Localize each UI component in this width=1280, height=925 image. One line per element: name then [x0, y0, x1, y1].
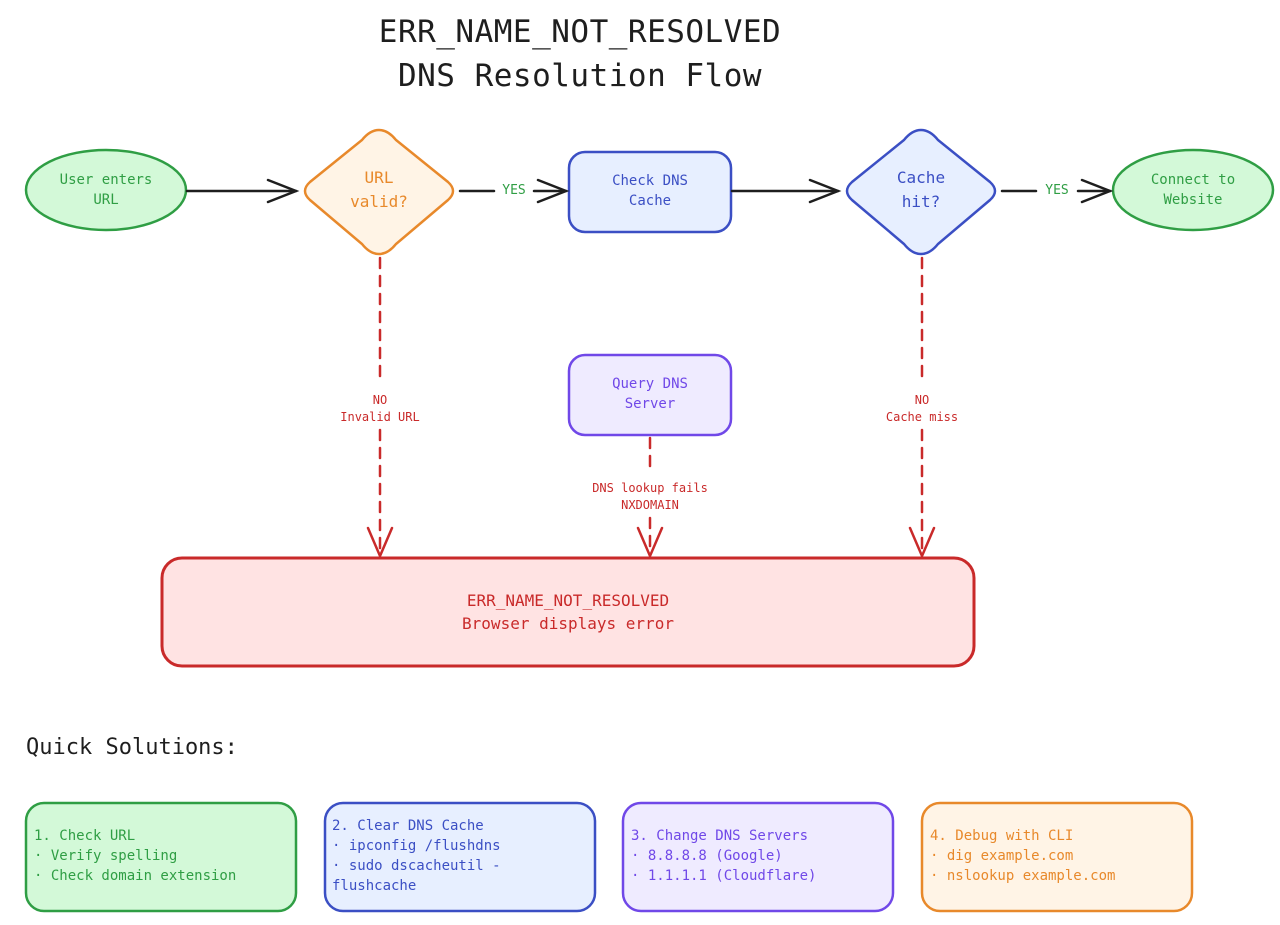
connect-node-label: Connect to Website: [1123, 165, 1263, 215]
error-node-line-1: ERR_NAME_NOT_RESOLVED: [466, 591, 670, 610]
connect-node-line-2: Website: [1163, 192, 1223, 208]
solution-card-1-shape: [24, 801, 298, 913]
error-node-label: ERR_NAME_NOT_RESOLVED Browser displays e…: [162, 584, 974, 640]
error-node-shape: [160, 556, 976, 668]
solution-card-4-title: 4. Debug with CLI: [930, 828, 1074, 844]
solution-card-2-shape: [323, 801, 597, 913]
solution-card-4-item-1: · dig example.com: [930, 848, 1074, 864]
query-dns-node-shape: [567, 353, 733, 437]
edge-label-cache-miss: NO Cache miss: [862, 392, 982, 426]
solutions-heading: Quick Solutions:: [26, 735, 238, 760]
edge-label-yes-1: YES: [494, 182, 534, 199]
check-cache-line-2: Cache: [628, 193, 672, 209]
check-cache-line-1: Check DNS: [612, 173, 688, 189]
solution-card-3: 3. Change DNS Servers · 8.8.8.8 (Google)…: [631, 826, 887, 886]
solution-card-1-item-2: · Check domain extension: [34, 868, 237, 884]
error-node-line-2: Browser displays error: [462, 614, 674, 633]
connect-node-line-1: Connect to: [1150, 172, 1236, 188]
start-node-line-1: User enters: [59, 172, 153, 188]
edge-label-yes-2: YES: [1036, 182, 1078, 199]
solution-card-1: 1. Check URL · Verify spelling · Check d…: [34, 826, 290, 886]
edge-label-invalid-url: NO Invalid URL: [320, 392, 440, 426]
arrow-start-to-url-valid: [185, 178, 300, 204]
cache-hit-line-1: Cache: [896, 168, 946, 187]
page-title: ERR_NAME_NOT_RESOLVED: [378, 14, 782, 50]
query-dns-line-2: Server: [624, 396, 676, 412]
solution-card-3-item-1: · 8.8.8.8 (Google): [631, 848, 783, 864]
arrow-url-valid-to-error: [366, 256, 394, 560]
arrow-cache-hit-to-error: [908, 256, 936, 560]
solution-card-2-item-3: flushcache: [332, 878, 417, 894]
url-valid-diamond-shape: [303, 128, 455, 256]
start-node-line-2: URL: [93, 192, 119, 208]
solution-card-2-item-1: · ipconfig /flushdns: [332, 838, 501, 854]
arrow-check-cache-to-cache-hit: [730, 178, 842, 204]
start-node-shape: [24, 148, 188, 232]
edge-label-invalid-url-line-2: Invalid URL: [340, 410, 420, 424]
start-node-label: User enters URL: [36, 165, 176, 215]
edge-label-yes-1-text: YES: [502, 183, 526, 198]
solution-card-3-shape: [621, 801, 895, 913]
check-cache-node-shape: [567, 150, 733, 234]
solution-card-1-item-1: · Verify spelling: [34, 848, 178, 864]
solution-card-1-title: 1. Check URL: [34, 828, 136, 844]
edge-label-cache-miss-line-1: NO: [914, 393, 930, 407]
url-valid-line-2: valid?: [350, 192, 408, 211]
page-subtitle: DNS Resolution Flow: [397, 58, 763, 94]
arrow-cache-hit-to-connect: [1000, 178, 1114, 204]
solution-card-2: 2. Clear DNS Cache · ipconfig /flushdns …: [332, 816, 590, 896]
url-valid-label: URL valid?: [319, 164, 439, 216]
cache-hit-line-2: hit?: [901, 192, 941, 211]
arrow-url-valid-to-check-cache: [458, 178, 570, 204]
check-cache-label: Check DNS Cache: [569, 166, 731, 216]
connect-node-shape: [1111, 148, 1275, 232]
edge-label-lookup-fails-line-2: NXDOMAIN: [621, 498, 679, 512]
query-dns-line-1: Query DNS: [612, 376, 688, 392]
solution-card-3-item-2: · 1.1.1.1 (Cloudflare): [631, 868, 817, 884]
edge-label-invalid-url-line-1: NO: [372, 393, 388, 407]
cache-hit-label: Cache hit?: [861, 164, 981, 216]
edge-label-cache-miss-line-2: Cache miss: [885, 410, 959, 424]
url-valid-line-1: URL: [364, 168, 394, 187]
solution-card-4: 4. Debug with CLI · dig example.com · ns…: [930, 826, 1186, 886]
edge-label-yes-2-text: YES: [1045, 183, 1069, 198]
cache-hit-diamond-shape: [845, 128, 997, 256]
edge-label-lookup-fails-line-1: DNS lookup fails: [592, 481, 708, 495]
solution-card-4-shape: [920, 801, 1194, 913]
arrow-query-dns-to-error: [636, 436, 664, 560]
edge-label-lookup-fails: DNS lookup fails NXDOMAIN: [570, 480, 730, 514]
solution-card-2-title: 2. Clear DNS Cache: [332, 818, 484, 834]
solution-card-4-item-2: · nslookup example.com: [930, 868, 1116, 884]
query-dns-label: Query DNS Server: [569, 369, 731, 419]
solution-card-3-title: 3. Change DNS Servers: [631, 828, 809, 844]
solution-card-2-item-2: · sudo dscacheutil -: [332, 858, 501, 874]
